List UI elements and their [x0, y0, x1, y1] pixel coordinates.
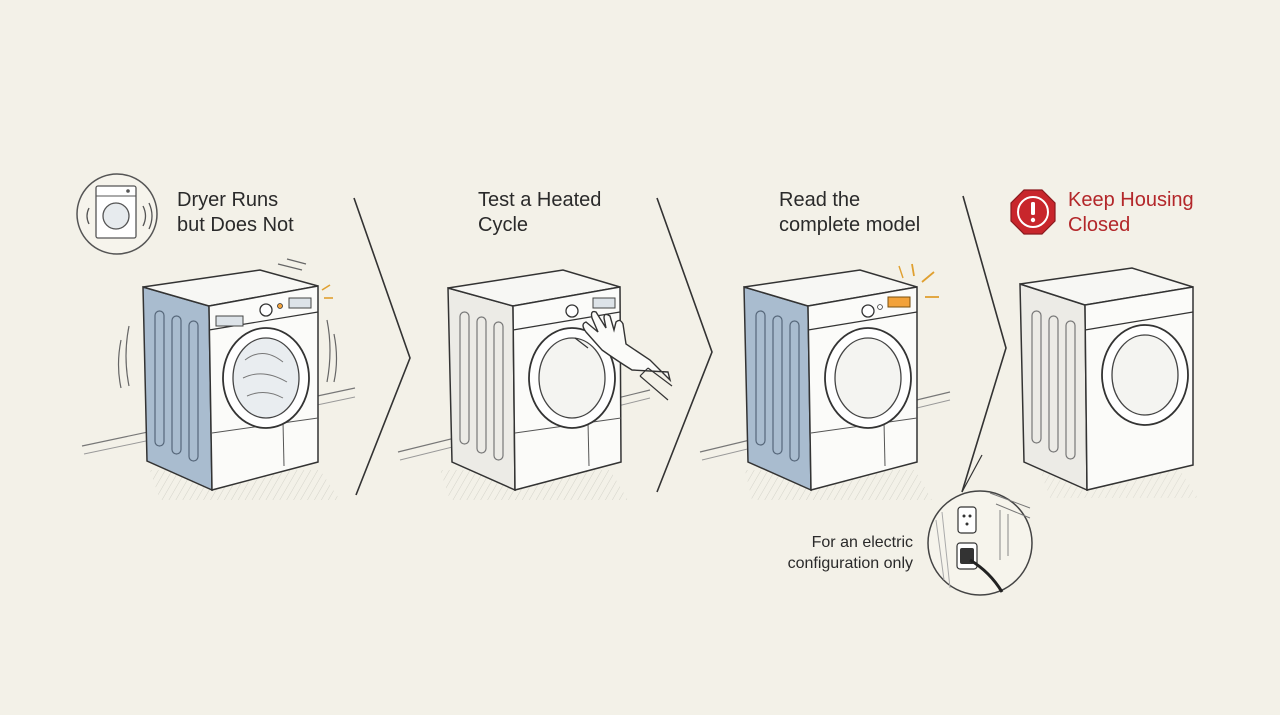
step-2-title-line-1: Test a Heated [478, 189, 602, 211]
running-dryer-icon [76, 173, 158, 255]
step-3-title-line-2: complete model [779, 214, 921, 236]
step-4-title-line-1: Keep Housing [1068, 189, 1194, 211]
note-line-2: configuration only [787, 555, 913, 572]
step-2-title: Test a Heated Cycle [478, 188, 601, 238]
step-4-title-line-2: Closed [1068, 214, 1131, 236]
dryer-closed-housing-illustration [1019, 267, 1198, 498]
warning-stop-icon [1010, 189, 1056, 235]
power-outlet-icon [927, 454, 1033, 596]
step-1-title: Dryer Runs but Does Not [177, 188, 294, 238]
step-1-title-line-2: but Does Not [177, 214, 294, 236]
step-separator-1 [353, 197, 411, 496]
dryer-heated-cycle-illustration [397, 269, 673, 500]
step-3-title: Read the complete model [779, 188, 920, 238]
step-4-title: Keep Housing Closed [1068, 188, 1194, 238]
step-separator-3 [961, 195, 1007, 493]
step-2-title-line-2: Cycle [478, 214, 529, 236]
electric-configuration-note: For an electric configuration only [788, 532, 913, 574]
dryer-running-illustration [81, 258, 356, 500]
note-line-1: For an electric [811, 534, 913, 551]
step-separator-2 [656, 197, 713, 493]
dryer-model-illustration [699, 263, 951, 500]
step-1-title-line-1: Dryer Runs [177, 189, 279, 211]
step-3-title-line-1: Read the [779, 189, 861, 211]
